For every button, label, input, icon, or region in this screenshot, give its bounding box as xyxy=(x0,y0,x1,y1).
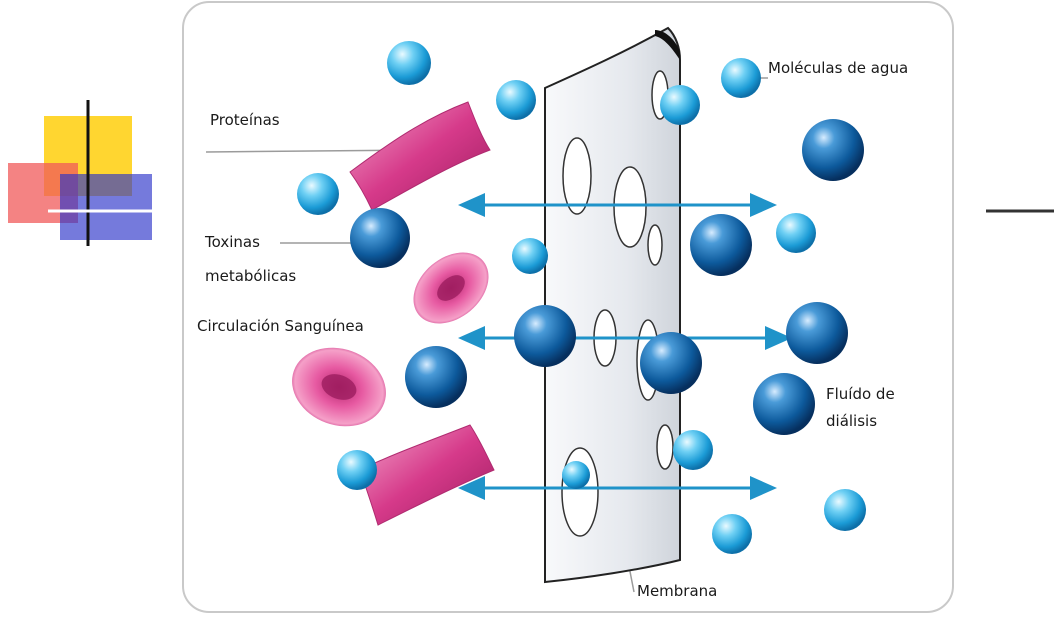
toxin-molecule-icon xyxy=(640,332,702,394)
label-moleculas: Moléculas de agua xyxy=(768,58,908,78)
membrane-icon xyxy=(545,28,680,582)
water-molecule-icon xyxy=(337,450,377,490)
deco-blue-square xyxy=(60,174,152,240)
toxin-molecule-icon xyxy=(802,119,864,181)
water-molecule-icon xyxy=(297,173,339,215)
toxin-molecule-icon xyxy=(350,208,410,268)
toxin-molecule-icon xyxy=(405,346,467,408)
water-molecule-icon xyxy=(496,80,536,120)
water-molecule-icon xyxy=(673,430,713,470)
label-fluido-line1: Fluído de xyxy=(826,384,895,404)
water-molecule-icon xyxy=(512,238,548,274)
toxin-molecule-icon xyxy=(690,214,752,276)
water-molecule-icon xyxy=(660,85,700,125)
label-toxinas-line1: Toxinas xyxy=(205,232,260,252)
water-molecule-icon xyxy=(776,213,816,253)
water-molecule-icon xyxy=(712,514,752,554)
label-fluido-line2: diálisis xyxy=(826,411,877,431)
toxin-molecule-icon xyxy=(753,373,815,435)
label-toxinas-line2: metabólicas xyxy=(205,266,296,286)
water-molecule-icon xyxy=(721,58,761,98)
decorative-squares xyxy=(8,100,152,246)
toxin-molecule-icon xyxy=(514,305,576,367)
label-circulacion: Circulación Sanguínea xyxy=(197,316,364,336)
water-molecule-icon xyxy=(824,489,866,531)
label-membrana: Membrana xyxy=(637,581,717,601)
label-proteinas: Proteínas xyxy=(210,110,280,130)
toxin-molecule-icon xyxy=(786,302,848,364)
water-molecule-icon xyxy=(562,461,590,489)
water-molecule-icon xyxy=(387,41,431,85)
